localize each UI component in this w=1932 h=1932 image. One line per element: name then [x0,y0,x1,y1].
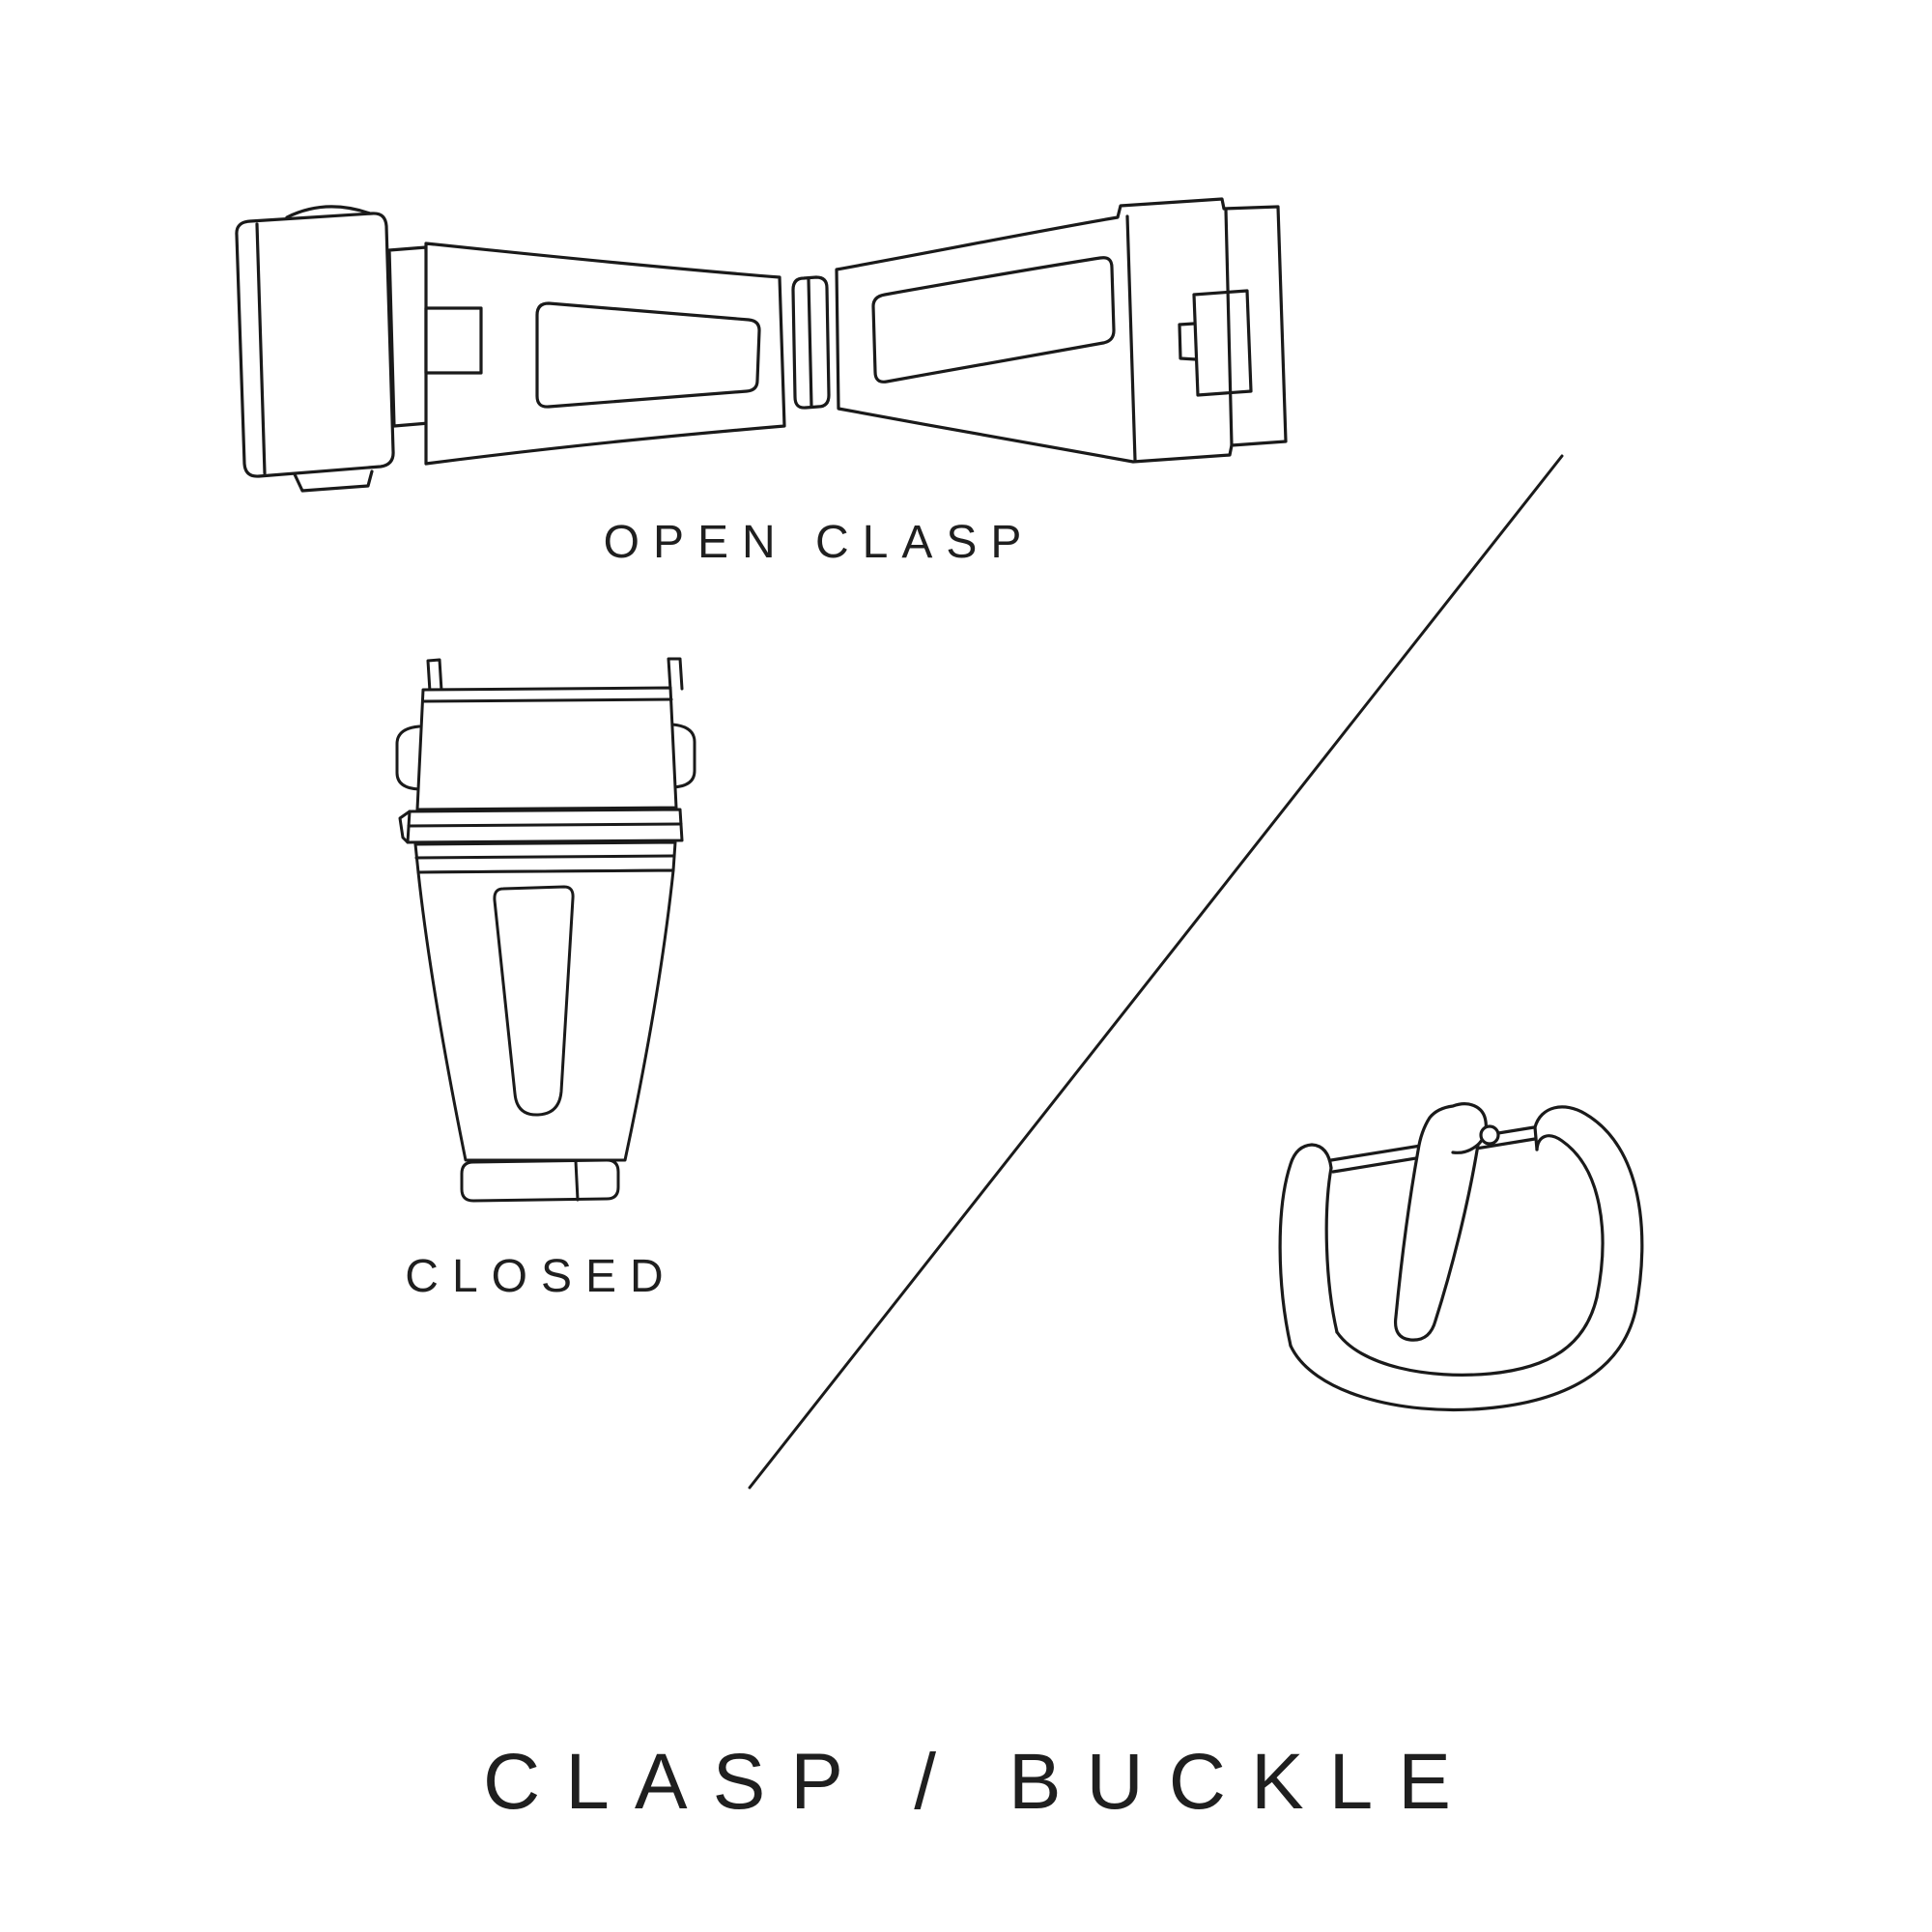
tang-buckle-illustration [1278,1102,1644,1412]
open-clasp-illustration [235,197,1288,493]
closed-clasp-illustration [395,657,696,1203]
diagram-title: CLASP / BUCKLE [483,1738,1476,1826]
closed-clasp-label: CLOSED [405,1251,677,1302]
open-clasp-label: OPEN CLASP [603,517,1036,568]
